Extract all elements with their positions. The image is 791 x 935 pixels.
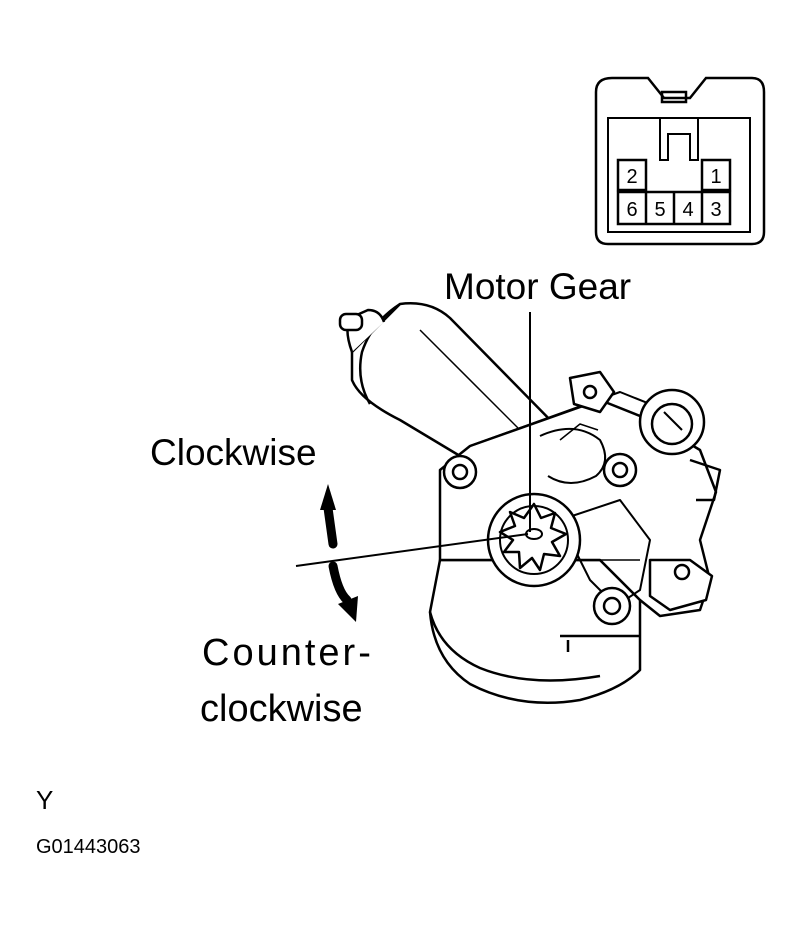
motor-gear-label: Motor Gear (444, 266, 632, 307)
pin-label: 4 (682, 199, 693, 221)
pin-label: 6 (626, 199, 637, 221)
counterclockwise-arrow (328, 561, 358, 622)
pin-2-cell (616, 158, 648, 192)
direction-leader (295, 533, 529, 567)
motor-assembly (338, 302, 722, 705)
clockwise-arrow (320, 484, 338, 549)
pin-label: 1 (710, 166, 721, 188)
pin-1-cell (700, 158, 732, 192)
view-letter: Y (36, 785, 54, 815)
counterclockwise-label-line2: clockwise (200, 688, 363, 730)
connector-face (594, 76, 766, 246)
pin-label: 2 (626, 166, 637, 188)
pin-label: 3 (710, 199, 721, 221)
figure-code: G01443063 (36, 836, 141, 858)
counterclockwise-label-line1: Counter- (202, 632, 374, 674)
pin-label: 5 (654, 199, 665, 221)
clockwise-label: Clockwise (150, 432, 317, 473)
